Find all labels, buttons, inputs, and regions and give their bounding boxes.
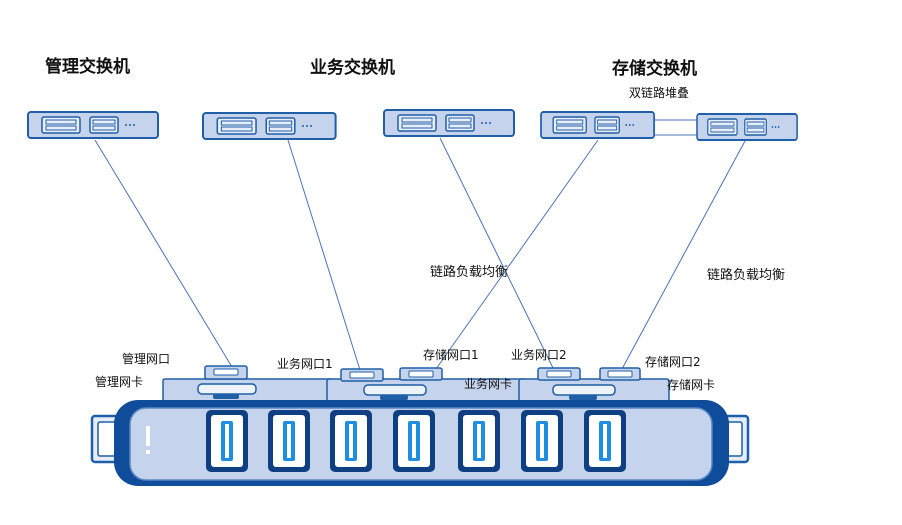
network-links (94, 119, 746, 371)
nic-mgmt-card (162, 378, 334, 402)
switch-storage-2-icon (696, 113, 799, 141)
biz-port1-label: 业务网口1 (277, 357, 333, 371)
biz-port2-label: 业务网口2 (511, 348, 567, 362)
link-biz-1 (287, 139, 361, 371)
biz-nic-label: 业务网卡 (464, 377, 513, 391)
storage-nic-label: 存储网卡 (667, 378, 716, 392)
mgmt-port-label: 管理网口 (122, 352, 171, 366)
stack-note: 双链路堆叠 (629, 86, 690, 100)
lb-note-right: 链路负载均衡 (707, 268, 786, 283)
mgmt-nic-label: 管理网卡 (95, 375, 144, 389)
storage-port2-label: 存储网口2 (645, 355, 701, 369)
link-storage-1 (435, 139, 599, 370)
lb-note-left: 链路负载均衡 (430, 265, 509, 280)
biz-switch-title: 业务交换机 (310, 58, 395, 78)
storage-switch-title: 存储交换机 (612, 59, 697, 79)
server-icon (90, 365, 750, 486)
link-biz-2 (439, 137, 554, 369)
switch-mgmt-icon (27, 111, 159, 139)
link-mgmt (94, 139, 233, 368)
switch-biz-1-icon (201, 111, 337, 141)
mgmt-switch-title: 管理交换机 (45, 57, 130, 77)
nic-storage-card (518, 378, 670, 404)
switch-biz-2-icon (383, 109, 515, 137)
switch-storage-1-icon (540, 111, 656, 139)
storage-port1-label: 存储网口1 (423, 348, 479, 362)
link-storage-2 (621, 140, 746, 370)
